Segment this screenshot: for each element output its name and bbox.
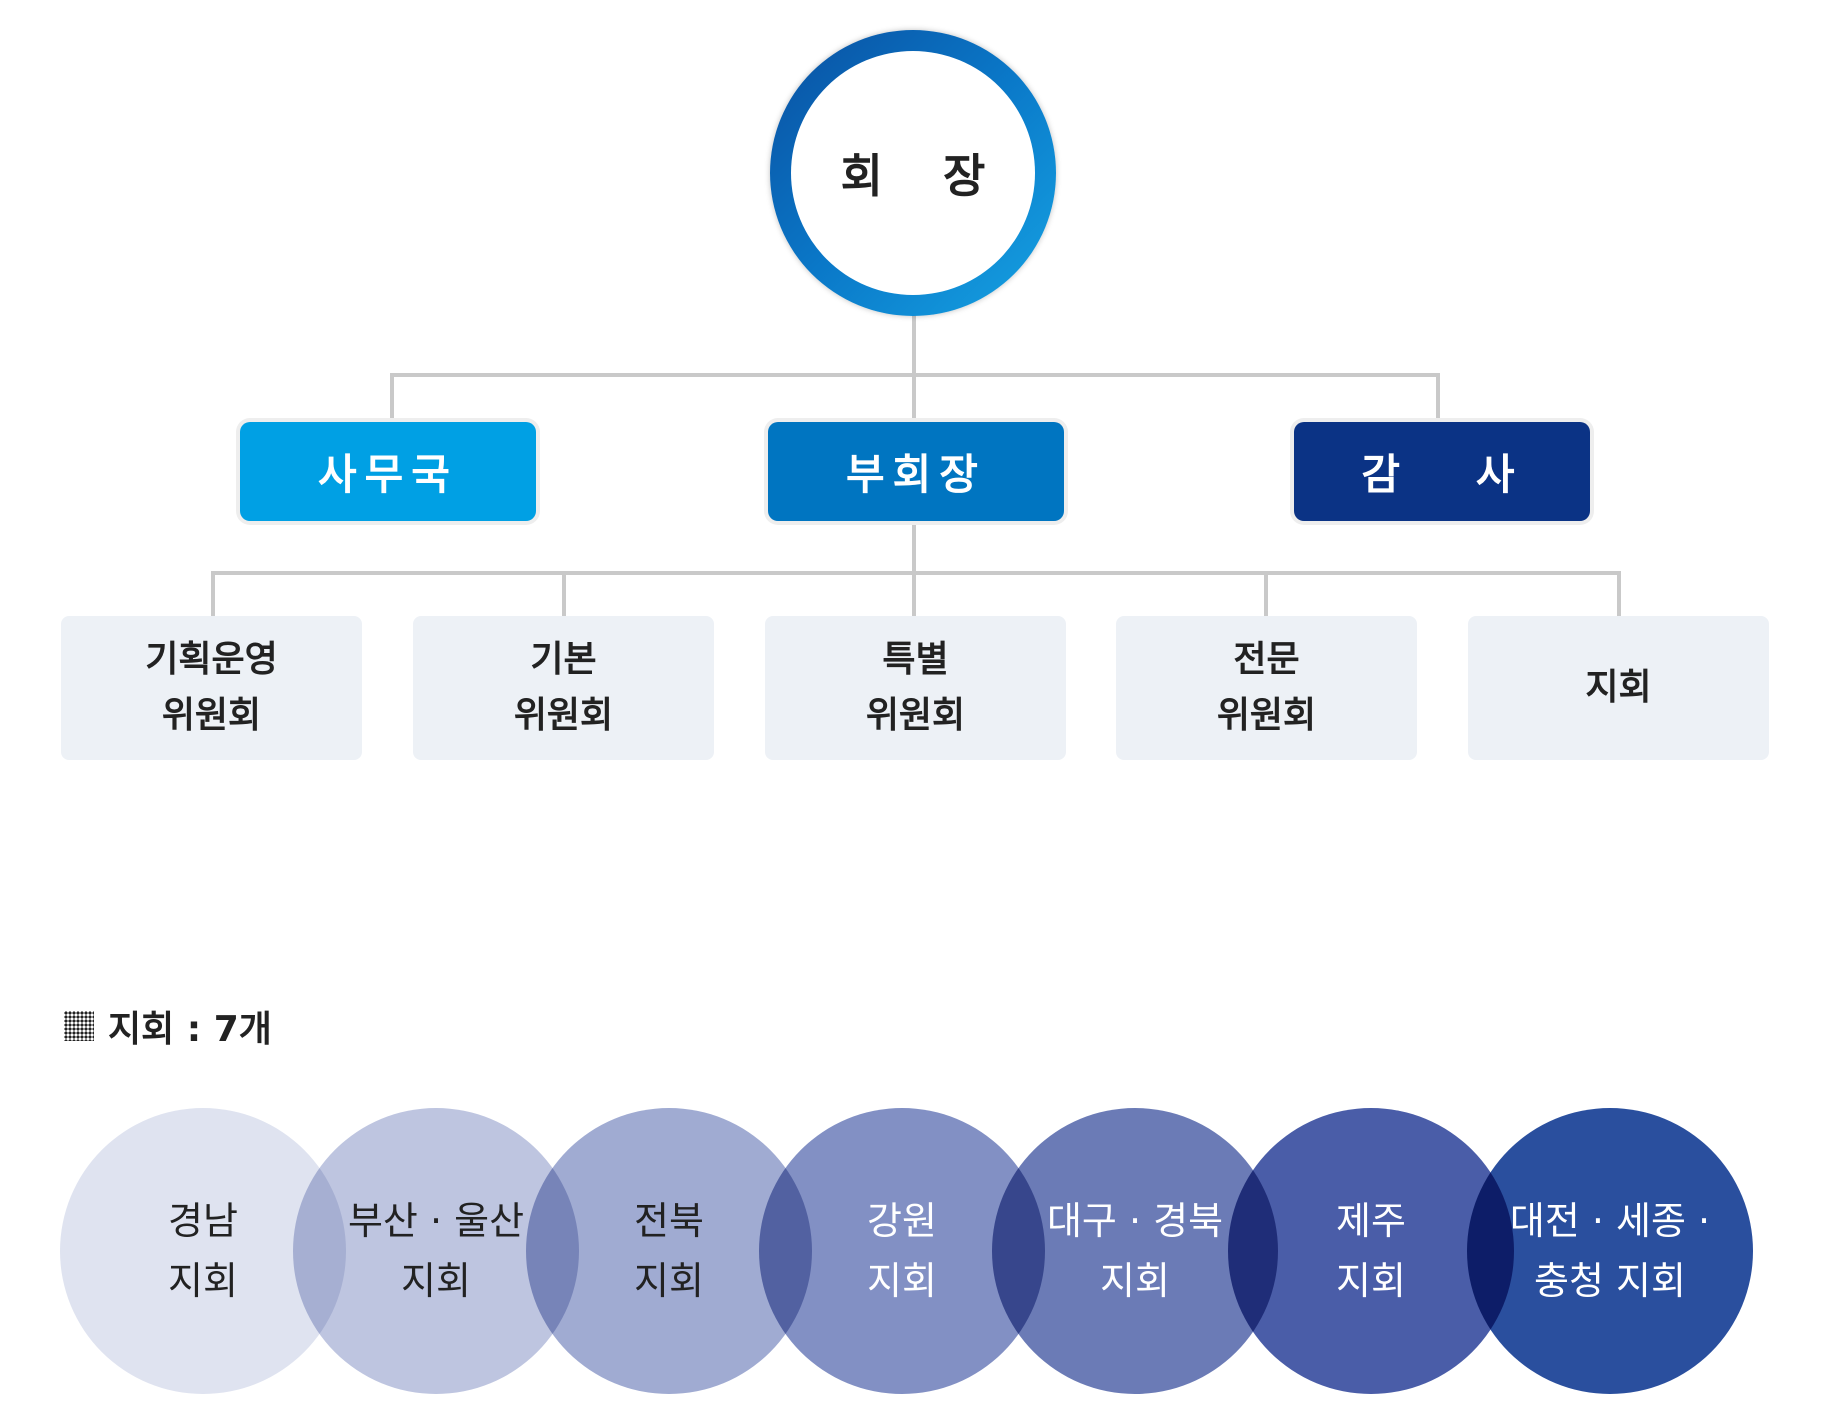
president-node: 회 장 xyxy=(770,30,1056,316)
branch-circle-line1: 전북 xyxy=(634,1199,704,1243)
connector-line xyxy=(211,571,1621,575)
branch-circle-line2: 충청 지회 xyxy=(1534,1259,1686,1303)
committee-node: 기획운영 위원회 xyxy=(61,616,362,760)
branch-node: 지회 xyxy=(1468,616,1769,760)
connector-line xyxy=(562,571,566,617)
committee-line1: 전문 xyxy=(1233,639,1300,680)
committee-line2: 위원회 xyxy=(1216,695,1317,736)
auditor-label: 감 사 xyxy=(1361,450,1523,499)
connector-line xyxy=(1617,571,1621,617)
branch-circle-line1: 대전 · 세종 · xyxy=(1509,1199,1711,1243)
committee-line1: 특별 xyxy=(882,639,949,680)
connector-line xyxy=(390,373,1440,377)
branch-circle-line2: 지회 xyxy=(634,1259,704,1303)
branches-title: 지회 : 7개 xyxy=(64,1000,272,1052)
branch-circle-line2: 지회 xyxy=(1336,1259,1406,1303)
connector-line xyxy=(390,373,394,423)
auditor-node: 감 사 xyxy=(1294,422,1590,521)
secretariat-node: 사무국 xyxy=(240,422,536,521)
committee-node: 기본 위원회 xyxy=(413,616,714,760)
branch-circle-line2: 지회 xyxy=(1100,1259,1170,1303)
committee-line2: 위원회 xyxy=(161,695,262,736)
branch-circle-line1: 부산 · 울산 xyxy=(347,1199,525,1243)
committee-line1: 기본 xyxy=(530,639,597,680)
committee-node: 전문 위원회 xyxy=(1116,616,1417,760)
branch-circle-line2: 지회 xyxy=(168,1259,238,1303)
branch-circle-line1: 경남 xyxy=(168,1199,238,1243)
branches-title-text: 지회 : 7개 xyxy=(108,1009,272,1050)
branch-circle-line2: 지회 xyxy=(401,1259,471,1303)
connector-line xyxy=(1436,373,1440,423)
branch-circle-line1: 제주 xyxy=(1336,1199,1406,1243)
committee-line2: 위원회 xyxy=(865,695,966,736)
branch-circle-line2: 지회 xyxy=(867,1259,937,1303)
branch-circle-line1: 강원 xyxy=(867,1199,937,1243)
secretariat-label: 사무국 xyxy=(318,450,458,499)
branch-circle: 대전 · 세종 · 충청 지회 xyxy=(1467,1108,1753,1394)
connector-line xyxy=(211,571,215,617)
connector-line xyxy=(912,521,916,617)
committee-line1: 기획운영 xyxy=(145,639,278,680)
branch-node-label: 지회 xyxy=(1585,667,1652,708)
committee-line2: 위원회 xyxy=(513,695,614,736)
president-label: 회 장 xyxy=(791,51,1035,295)
connector-line xyxy=(1264,571,1268,617)
connector-line xyxy=(912,314,916,424)
branch-circle-line1: 대구 · 경북 xyxy=(1046,1199,1224,1243)
vice-president-node: 부회장 xyxy=(768,422,1064,521)
grid-bullet-icon xyxy=(64,1011,94,1041)
committee-node: 특별 위원회 xyxy=(765,616,1066,760)
vice-president-label: 부회장 xyxy=(846,450,986,499)
